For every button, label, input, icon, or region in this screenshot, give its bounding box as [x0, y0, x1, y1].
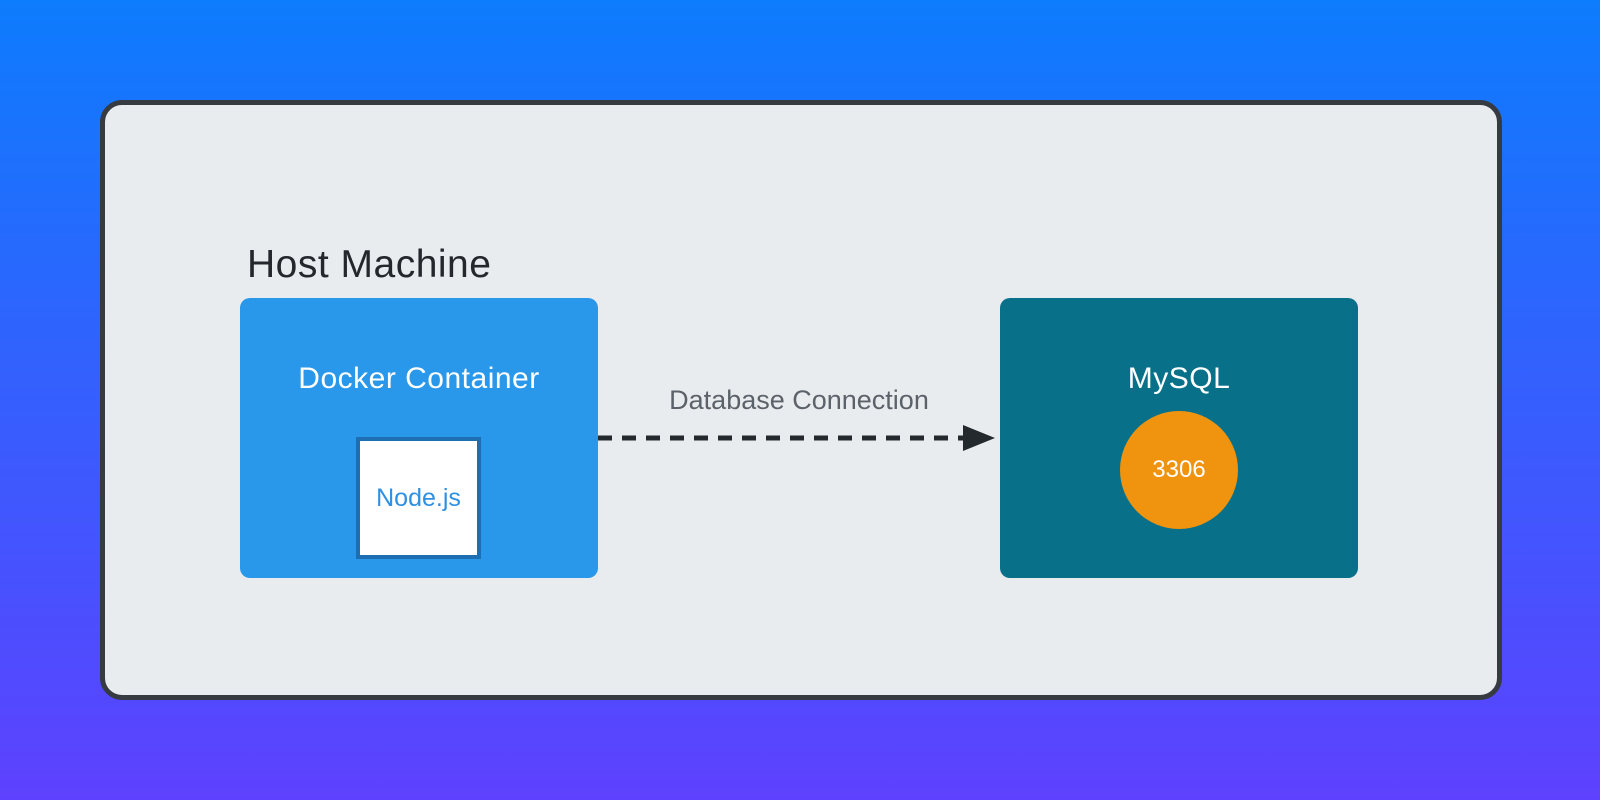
mysql-port-circle: 3306	[1120, 411, 1238, 529]
connection-label: Database Connection	[669, 385, 929, 415]
nodejs-app-box: Node.js	[356, 437, 481, 559]
mysql-port-value: 3306	[1152, 456, 1206, 483]
arrowhead-icon	[963, 425, 995, 451]
nodejs-label: Node.js	[376, 483, 461, 512]
dashed-arrow-icon	[598, 425, 995, 451]
mysql-title: MySQL	[1127, 362, 1231, 395]
mysql-box: MySQL 3306	[1000, 298, 1358, 578]
host-machine-title: Host Machine	[247, 243, 492, 286]
docker-container-title: Docker Container	[298, 362, 540, 395]
docker-container-box: Docker Container Node.js	[240, 298, 598, 578]
